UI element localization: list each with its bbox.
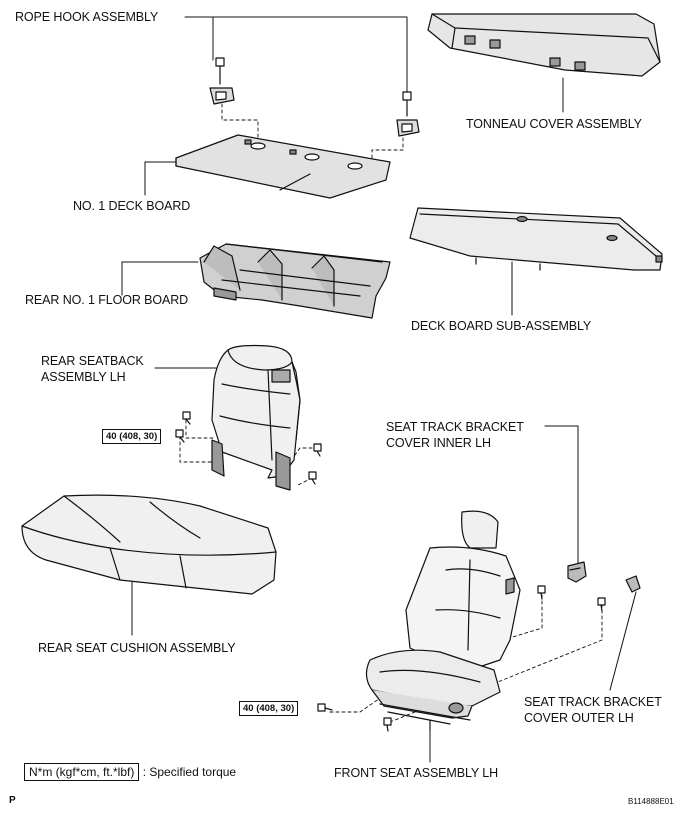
- no1-deck-board: [175, 134, 391, 199]
- rope-hook-right: [396, 91, 420, 137]
- seat-track-bracket-cover-outer: [625, 575, 641, 593]
- tonneau-cover: [427, 13, 661, 77]
- label-rear-seat-cushion-assembly: REAR SEAT CUSHION ASSEMBLY: [38, 641, 236, 655]
- label-seat-track-outer-line2: COVER OUTER LH: [524, 711, 634, 725]
- front-seat-lh: [365, 510, 521, 731]
- rear-no1-floor-board: [199, 243, 391, 319]
- torque-legend-unit: N*m (kgf*cm, ft.*lbf): [24, 763, 140, 781]
- front-seat-bolts: [317, 585, 606, 732]
- label-front-seat-assembly: FRONT SEAT ASSEMBLY LH: [334, 766, 499, 780]
- bolt-2: [175, 429, 185, 443]
- seat-track-bracket-cover-inner: [567, 561, 587, 583]
- bolt-7: [317, 703, 333, 712]
- rear-seatback-lh: [211, 344, 301, 491]
- seatback-bolts: [175, 411, 322, 485]
- bolt-8: [383, 717, 392, 732]
- footer-page-marker: P: [9, 795, 16, 806]
- torque-spec-seatback: 40 (408, 30): [102, 429, 162, 444]
- rear-seat-cushion: [21, 494, 277, 595]
- label-seat-track-outer-line1: SEAT TRACK BRACKET: [524, 695, 662, 709]
- label-rear-seatback-line1: REAR SEATBACK: [41, 354, 144, 368]
- torque-legend-text: : Specified torque: [142, 765, 237, 779]
- bolt-6: [597, 597, 606, 612]
- bolt-4: [308, 471, 317, 485]
- footer-figure-code: B114888E01: [628, 797, 674, 806]
- torque-legend: N*m (kgf*cm, ft.*lbf) : Specified torque: [24, 763, 237, 781]
- bolt-3: [313, 443, 322, 457]
- label-tonneau-cover-assembly: TONNEAU COVER ASSEMBLY: [466, 117, 642, 131]
- label-seat-track-inner-line2: COVER INNER LH: [386, 436, 491, 450]
- label-rear-seatback-line2: ASSEMBLY LH: [41, 370, 126, 384]
- bolt-1: [182, 411, 191, 425]
- label-rope-hook-assembly: ROPE HOOK ASSEMBLY: [15, 10, 159, 24]
- label-seat-track-inner-line1: SEAT TRACK BRACKET: [386, 420, 524, 434]
- label-deck-board-sub-assembly: DECK BOARD SUB-ASSEMBLY: [411, 319, 592, 333]
- label-rear-no1-floor-board: REAR NO. 1 FLOOR BOARD: [25, 293, 189, 307]
- label-no1-deck-board: NO. 1 DECK BOARD: [73, 199, 191, 213]
- bolt-5: [537, 585, 546, 600]
- rope-hook-left: [209, 57, 235, 105]
- deck-board-sub-assembly: [409, 207, 663, 271]
- torque-spec-front-seat: 40 (408, 30): [239, 701, 299, 716]
